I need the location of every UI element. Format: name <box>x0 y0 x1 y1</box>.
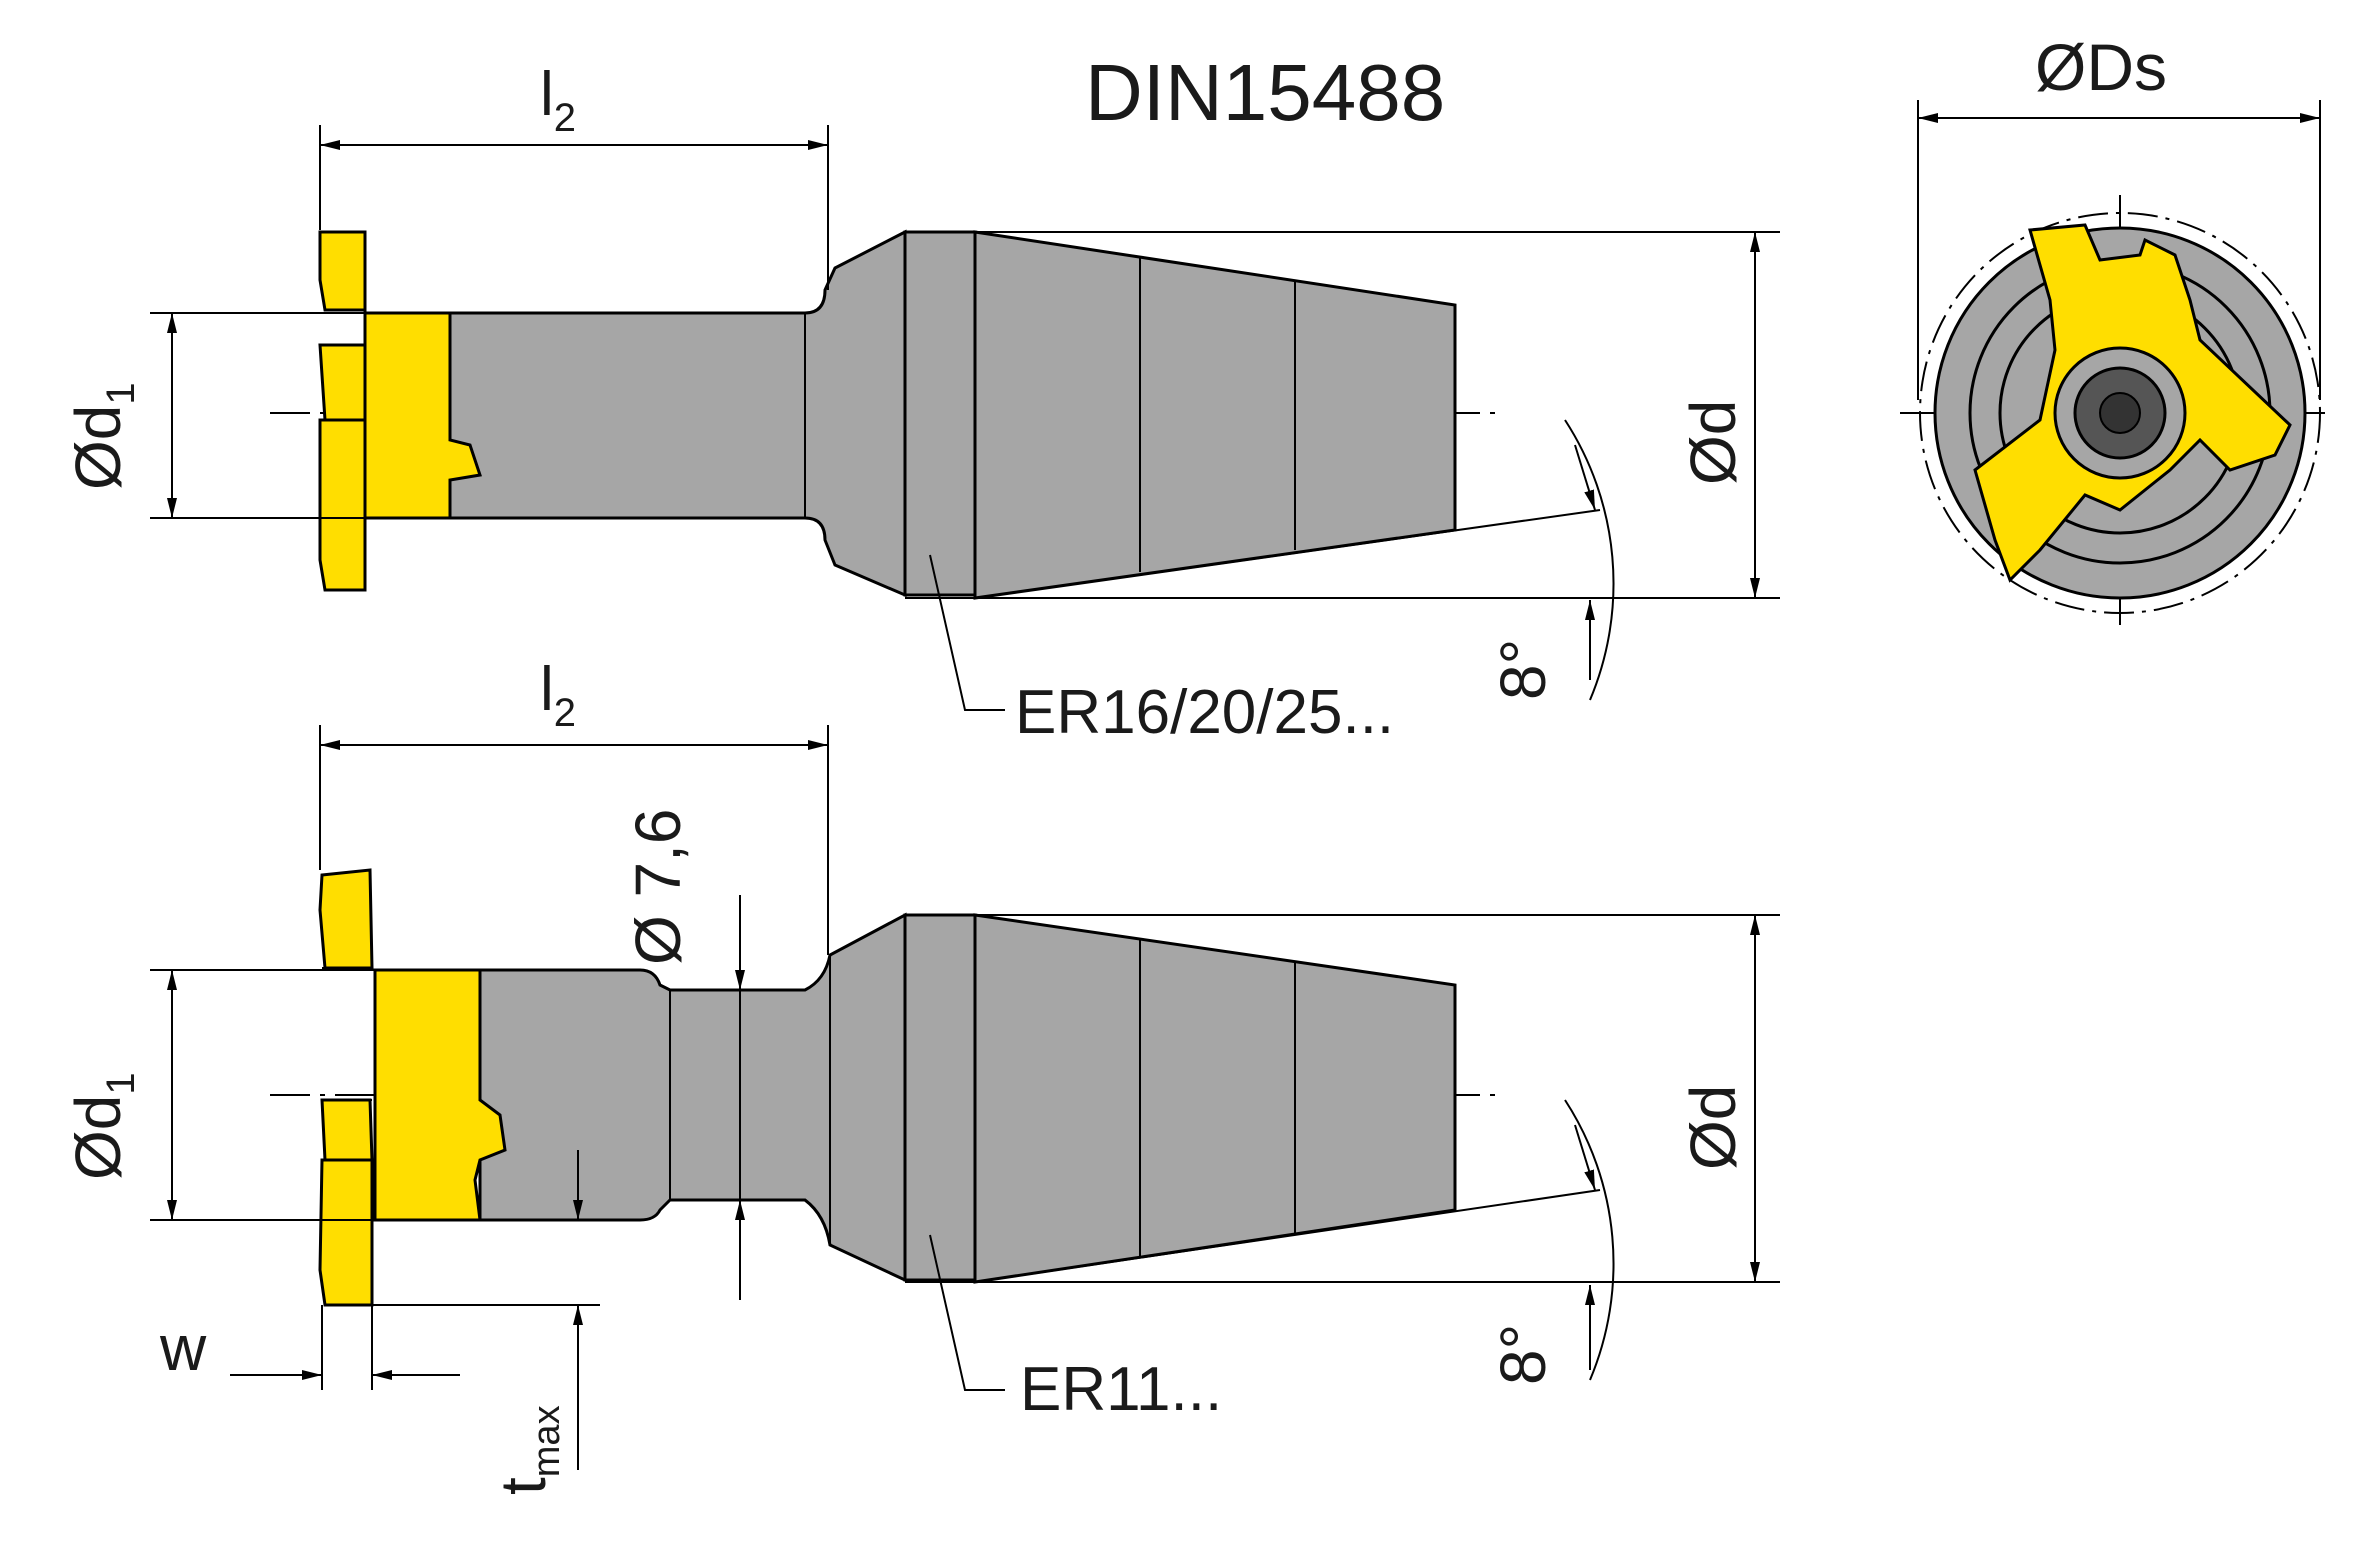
bottom-l2-label: l2 <box>540 655 576 735</box>
top-collet-label: ER16/20/25... <box>1015 678 1394 747</box>
top-d-label: Ød <box>1677 400 1749 485</box>
top-angle-arc <box>1564 419 1615 701</box>
bottom-collet-label: ER11... <box>1020 1355 1222 1424</box>
bottom-angle-label: 8° <box>1487 1324 1559 1385</box>
bottom-angle-line <box>974 1189 1601 1283</box>
top-angle-line <box>974 509 1601 599</box>
bottom-tool-view: l2 Ø 7,6 Ød1 Ød 8° ER11... w <box>62 655 1780 1495</box>
top-insert-tooth-mid <box>318 343 367 422</box>
bottom-collet-nut <box>903 913 977 1282</box>
bottom-insert-tooth-lower <box>318 1158 374 1307</box>
bottom-insert-tooth-mid <box>320 1098 374 1162</box>
top-angle-label: 8° <box>1487 639 1559 700</box>
top-taper <box>973 230 1457 600</box>
bottom-tmax-label: tmax <box>487 1405 568 1495</box>
top-insert-tooth-upper <box>318 230 367 312</box>
top-insert-tooth-lower <box>318 418 367 592</box>
top-tool-view: l2 Ød1 Ød 8° ER16/20/25... <box>62 60 1780 747</box>
top-insert-body <box>363 311 482 520</box>
bottom-shank <box>478 912 907 1283</box>
end-swept-circle <box>1919 212 2321 614</box>
top-collet-nut <box>903 230 977 597</box>
bottom-angle-arc <box>1564 1099 1615 1381</box>
bottom-angle-arrow-1 <box>1574 1124 1596 1191</box>
top-d1-label: Ød1 <box>62 382 143 490</box>
bottom-d-label: Ød <box>1677 1085 1749 1170</box>
bottom-insert-body <box>373 968 507 1222</box>
end-view: ØDs <box>1900 30 2325 635</box>
page-title: DIN15488 <box>1085 48 1445 137</box>
top-angle-arrow-1 <box>1574 444 1596 511</box>
end-ds-label: ØDs <box>2035 30 2167 104</box>
bottom-collet-leader <box>929 1234 1005 1391</box>
top-l2-label: l2 <box>540 60 576 140</box>
bottom-d1-label: Ød1 <box>62 1072 143 1180</box>
end-bolt-socket <box>2099 392 2141 434</box>
bottom-taper <box>973 913 1457 1284</box>
top-shank <box>448 229 907 598</box>
bottom-w-label: w <box>159 1312 207 1384</box>
bottom-insert-tooth-upper <box>318 868 374 970</box>
top-collet-leader <box>929 554 1005 711</box>
bottom-neck-label: Ø 7,6 <box>622 808 694 965</box>
